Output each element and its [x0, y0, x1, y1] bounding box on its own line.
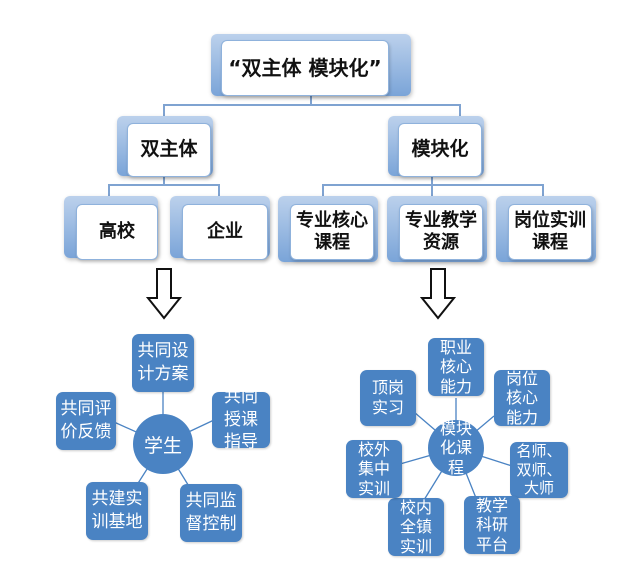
title-label: “双主体 模块化” [221, 40, 389, 96]
right-cluster-node: 校内全镇实训 [388, 498, 444, 556]
right-cluster-node: 顶岗实习 [360, 370, 416, 426]
title-box: “双主体 模块化” [211, 34, 411, 96]
connector [310, 96, 312, 106]
down-arrow-icon [420, 268, 456, 320]
left-cluster-node: 共同评价反馈 [56, 392, 116, 450]
level2-label: 岗位实训课程 [508, 204, 592, 260]
level2-label: 企业 [182, 204, 268, 260]
right-cluster-node: 校外集中实训 [346, 440, 402, 498]
connector [431, 184, 433, 196]
connector [542, 184, 544, 196]
left-cluster-node: 共同授课指导 [212, 387, 270, 452]
right-cluster-hub: 模块化课程 [428, 419, 484, 477]
left-cluster-hub: 学生 [133, 414, 193, 474]
level1-left-label: 双主体 [127, 123, 211, 177]
level2-label: 高校 [76, 204, 158, 260]
connector [163, 104, 165, 116]
connector [163, 176, 165, 186]
left-cluster-node: 共同监督控制 [180, 484, 242, 542]
connector [108, 184, 110, 196]
connector [322, 184, 324, 196]
level2-label: 专业核心课程 [290, 204, 374, 260]
level2-label: 专业教学资源 [399, 204, 483, 260]
connector [163, 104, 461, 106]
connector [108, 184, 220, 186]
level2-box: 岗位实训课程 [496, 196, 596, 262]
connector [322, 184, 544, 186]
level1-right-label: 模块化 [398, 123, 482, 177]
level1-right-box: 模块化 [388, 116, 484, 177]
right-cluster-node: 岗位核心能力 [494, 369, 550, 427]
level1-left-box: 双主体 [117, 116, 213, 177]
connector [459, 104, 461, 116]
level2-box: 专业教学资源 [387, 196, 487, 262]
connector [218, 184, 220, 196]
level2-box: 高校 [64, 196, 158, 260]
connector [431, 176, 433, 186]
left-cluster-node: 共建实训基地 [86, 482, 148, 540]
level2-box: 企业 [170, 196, 270, 260]
level2-box: 专业核心课程 [278, 196, 378, 262]
left-cluster-node: 共同设计方案 [132, 334, 194, 392]
right-cluster-node: 教学科研平台 [464, 496, 520, 554]
down-arrow-icon [146, 268, 182, 320]
right-cluster-node: 职业核心能力 [428, 338, 484, 396]
right-cluster-node: 名师、双师、大师 [510, 442, 568, 498]
